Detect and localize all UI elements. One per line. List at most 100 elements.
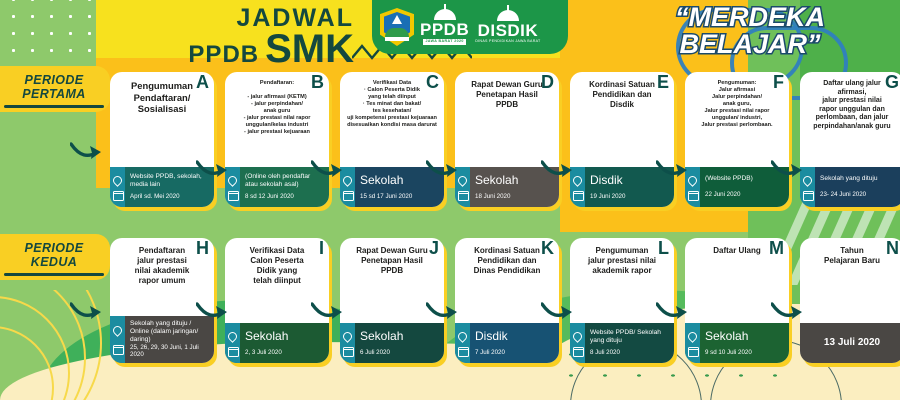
card-description-line: Tahun bbox=[840, 246, 864, 255]
card-description-line: Jalur prestasi nilai rapor bbox=[704, 108, 770, 114]
period-rule-2 bbox=[4, 273, 104, 276]
jawa-barat-crest-icon bbox=[380, 8, 414, 46]
card-date: 8 sd 12 Juni 2020 bbox=[245, 193, 294, 201]
flow-arrow-icon bbox=[311, 302, 342, 319]
schedule-card-b[interactable]: Pendaftaran: - jalur afirmasi (KETM)- ja… bbox=[225, 72, 332, 211]
card-footer-text: (Online oleh pendaftar atau sekolah asal… bbox=[240, 167, 329, 207]
card-description-line: Pengumuman: bbox=[717, 80, 757, 86]
card-icon-strip bbox=[455, 323, 470, 363]
flow-arrow-icon bbox=[541, 302, 572, 319]
dot-grid-decoration bbox=[0, 0, 96, 66]
card-description-line: Penetapan Hasil bbox=[476, 90, 538, 99]
card-description-line: Jalur afirmasi bbox=[718, 87, 756, 93]
card-date: 25, 26, 29, 30 Juni, 1 Juli 2020 bbox=[130, 343, 199, 359]
card-description-line: Kordinasi Satuan bbox=[589, 80, 655, 89]
period-pertama-line1: PERIODE bbox=[24, 73, 84, 87]
card-description-line: perlombaan, dan jalur bbox=[815, 114, 889, 122]
card-icon-strip bbox=[340, 323, 355, 363]
card-location: Disdik bbox=[475, 328, 508, 343]
card-description-line: - jalur afirmasi (KETM) bbox=[247, 94, 307, 100]
card-description-line: Calon Peserta bbox=[250, 256, 304, 265]
card-letter-c: C bbox=[426, 72, 439, 92]
period-badge-pertama: PERIODE PERTAMA bbox=[0, 66, 110, 112]
card-description-line: jalur prestasi nilai bbox=[587, 256, 657, 265]
calendar-icon bbox=[113, 190, 124, 201]
card-description-line bbox=[230, 87, 324, 94]
location-pin-icon bbox=[686, 329, 699, 343]
card-description-line: Penetapan Hasil bbox=[361, 256, 423, 265]
card-letter-l: L bbox=[658, 238, 669, 258]
card-description-line: Pendidikan dan bbox=[592, 90, 652, 99]
title-jadwal: JADWAL bbox=[236, 4, 354, 32]
card-footer: Sekolah 2, 3 Juli 2020 bbox=[225, 323, 329, 363]
card-date: 19 Juni 2020 bbox=[590, 192, 626, 200]
period-pertama-line2: PERTAMA bbox=[22, 87, 86, 101]
card-location: Sekolah bbox=[245, 328, 289, 343]
card-date: April sd. Mei 2020 bbox=[130, 193, 180, 201]
card-description-line: Pendaftaran/ bbox=[133, 91, 191, 103]
gedung-sate-icon bbox=[433, 9, 456, 21]
card-date: 22 Juni 2020 bbox=[705, 191, 741, 199]
title-smk: SMK bbox=[265, 27, 354, 71]
card-icon-strip bbox=[685, 167, 700, 207]
card-date: 2, 3 Juli 2020 bbox=[245, 348, 282, 356]
flow-arrow-icon bbox=[426, 302, 457, 319]
card-description: Pendaftaran: - jalur afirmasi (KETM)- ja… bbox=[225, 72, 329, 167]
flow-arrow-icon bbox=[771, 160, 802, 177]
card-description-line: nilai akademik bbox=[134, 266, 190, 275]
card-location: Website PPDB, sekolah, media lain bbox=[130, 173, 202, 189]
card-date: 18 Juni 2020 bbox=[475, 192, 511, 200]
location-pin-icon bbox=[341, 329, 354, 343]
card-description-line: afirmasi, bbox=[837, 88, 867, 96]
zigzag-decoration bbox=[352, 44, 472, 60]
card-location: Sekolah yang dituju / Online (dalam jari… bbox=[130, 319, 199, 343]
location-pin-icon bbox=[226, 329, 239, 343]
card-letter-k: K bbox=[541, 238, 554, 258]
card-date: 15 sd 17 Juni 2020 bbox=[360, 192, 413, 200]
card-description-line: Disdik bbox=[609, 100, 634, 109]
card-icon-strip bbox=[340, 167, 355, 207]
card-description-line: PPDB bbox=[380, 266, 404, 275]
title-ppdb: PPDB bbox=[188, 41, 260, 68]
card-letter-a: A bbox=[196, 72, 209, 92]
card-description-line: Jalur perpindahan/ bbox=[711, 94, 763, 100]
card-date: 6 Juli 2020 bbox=[360, 348, 390, 356]
card-footer-text: Sekolah yang dituju / Online (dalam jari… bbox=[125, 316, 214, 363]
card-description-line: - jalur prestasi nilai rapor bbox=[243, 115, 311, 121]
card-icon-strip bbox=[455, 167, 470, 207]
card-location: Website PPDB/ Sekolah yang dituju bbox=[590, 329, 661, 345]
card-description-line: rapor umum bbox=[138, 276, 186, 285]
